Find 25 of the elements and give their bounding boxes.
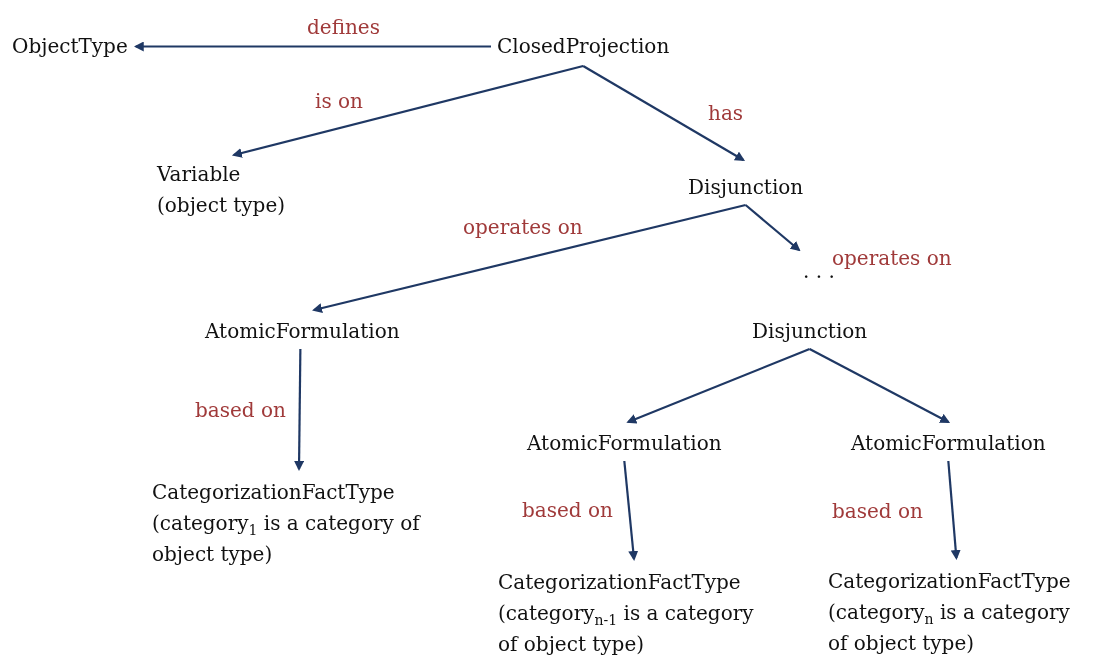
arrow — [133, 41, 491, 52]
node-title: Disjunction — [752, 318, 868, 345]
arrow — [231, 64, 584, 158]
arrow — [626, 347, 811, 424]
arrow — [744, 204, 801, 252]
node-description: (object type) — [157, 192, 286, 219]
node-title: CategorizationFactType — [828, 568, 1072, 595]
node-title: AtomicFormulation — [851, 430, 1046, 457]
arrow — [312, 203, 746, 313]
node-title: Disjunction — [688, 174, 804, 201]
node-description: (category$_{n-1}$ is a category of object type) — [498, 600, 755, 658]
node-description: (category$_{1}$ is a category of object type) — [152, 510, 422, 568]
arrow — [294, 349, 305, 471]
node-title: CategorizationFactType — [152, 479, 396, 506]
node-title: AtomicFormulation — [205, 318, 400, 345]
arrow — [623, 460, 639, 561]
arrow — [947, 460, 961, 560]
node-title: AtomicFormulation — [527, 430, 722, 457]
node-title: Variable — [157, 161, 242, 188]
node-title: ClosedProjection — [497, 33, 670, 60]
arrow — [582, 65, 746, 161]
node-title: ObjectType — [12, 33, 128, 60]
node-description: (category$_{n}$ is a category of object type) — [828, 599, 1071, 657]
node-title: CategorizationFactType — [498, 569, 742, 596]
arrow — [809, 348, 951, 423]
